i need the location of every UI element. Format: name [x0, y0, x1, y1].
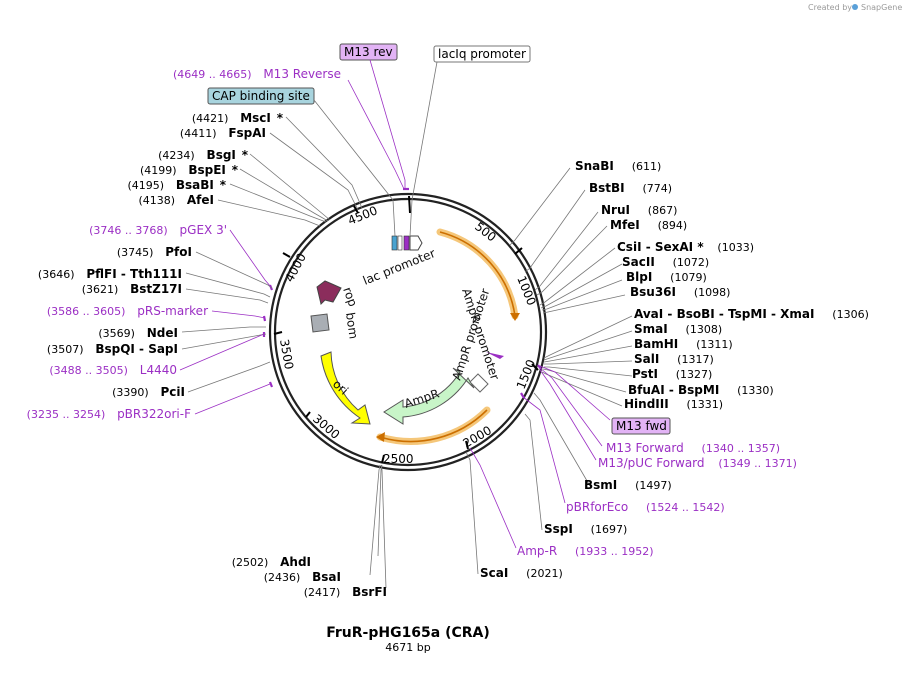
site-bstBI: BstBI (774) [589, 181, 672, 195]
ampr-promoter-arc [379, 409, 488, 443]
primer-l4440: (3488 .. 3505) L4440 [49, 363, 177, 377]
primer-m13-reverse: (4649 .. 4665) M13 Reverse [173, 67, 341, 81]
tick-2500: 2500 [383, 452, 414, 466]
backbone-inner [273, 197, 543, 467]
laciq-promoter-mark [409, 235, 423, 251]
primer-m13-puc-forward: M13/pUC Forward (1349 .. 1371) [598, 456, 797, 470]
bom-feature [310, 313, 330, 333]
tick-500: 500 [472, 219, 499, 244]
tick-marks [273, 195, 539, 464]
site-avaI: AvaI - BsoBI - TspMI - XmaI (1306) [634, 307, 869, 321]
left-primer-leaders [179, 229, 272, 415]
site-bsmI: BsmI (1497) [584, 478, 672, 492]
primer-pbrforeco: pBRforEco (1524 .. 1542) [566, 500, 725, 514]
site-pstI: PstI (1327) [632, 367, 712, 381]
site-pflFI: (3646) PflFI - Tth111I [38, 267, 182, 281]
map-length: 4671 bp [385, 641, 430, 654]
right-primer-labels: M13 Forward (1340 .. 1357) M13/pUC Forwa… [517, 441, 797, 558]
rop-feature [316, 280, 342, 305]
site-scaI: ScaI (2021) [480, 566, 563, 580]
site-ahdI: (2502) AhdI [232, 555, 311, 569]
site-salI: SalI (1317) [634, 352, 714, 366]
site-csiI: CsiI - SexAI * (1033) [617, 240, 754, 254]
map-title: FruR-pHG165a (CRA) [326, 625, 490, 641]
m13rev-box [339, 43, 398, 61]
snapgene-logo-icon [852, 4, 858, 10]
right-primer-leaders [469, 365, 611, 549]
site-sacII: SacII (1072) [622, 255, 709, 269]
m13fwd-box [611, 417, 671, 435]
primer-pgex3: (3746 .. 3768) pGEX 3' [89, 223, 227, 237]
tick-3500: 3500 [277, 338, 296, 371]
lower-enzyme-labels: BsmI (1497) SspI (1697) ScaI (2021) [480, 478, 672, 580]
site-fspAI: (4411) FspAI [180, 126, 266, 140]
site-bsgI: (4234) BsgI * [158, 148, 249, 162]
site-bsaBI: (4195) BsaBI * [127, 178, 226, 192]
site-bsrFI: (2417) BsrFI [304, 585, 387, 599]
lac-promoter-arc [439, 231, 516, 317]
site-mscI: (4421) MscI * [192, 111, 284, 125]
laciq-label: lacIq promoter [438, 47, 526, 61]
brand-name: SnapGene [861, 3, 902, 12]
primer-amp-r: Amp-R (1933 .. 1952) [517, 544, 654, 558]
site-mfeI: MfeI (894) [610, 218, 687, 232]
primer-pbr322ori-f: (3235 .. 3254) pBR322ori-F [27, 407, 191, 421]
backbone-outer [268, 192, 548, 472]
lac-promoter-arrowhead [510, 313, 520, 321]
site-pfoI: (3745) PfoI [117, 245, 192, 259]
mcs-primer-mark [486, 352, 504, 359]
ampr-promoter-arrowhead [376, 432, 385, 442]
m13fwd-label: M13 fwd [616, 419, 667, 433]
site-blpI: BlpI (1079) [626, 270, 707, 284]
ampr-promoter-box [469, 373, 489, 393]
site-ndeI: (3569) NdeI [98, 326, 178, 340]
cap-site-mark [391, 235, 398, 251]
site-bstZ17I: (3621) BstZ17I [82, 282, 182, 296]
primer-m13-forward: M13 Forward (1340 .. 1357) [606, 441, 780, 455]
label-lac-promoter: lac promoter [361, 246, 437, 288]
right-leaders [369, 167, 633, 589]
ampr-feature [383, 367, 475, 425]
ori-feature [320, 351, 371, 425]
lac-operator-mark [397, 235, 403, 251]
site-snaBI: SnaBI (611) [575, 159, 661, 173]
m13rev-label: M13 rev [344, 45, 393, 59]
site-sspI: SspI (1697) [544, 522, 627, 536]
site-afeI: (4138) AfeI [138, 193, 214, 207]
top-leaders [313, 59, 438, 237]
site-nruI: NruI (867) [601, 203, 677, 217]
m13rev-mark [403, 235, 410, 251]
laciq-box [433, 45, 531, 63]
site-bspQI: (3507) BspQI - SapI [47, 342, 178, 356]
site-bfuAI: BfuAI - BspMI (1330) [628, 383, 774, 397]
site-hindIII: HindIII (1331) [624, 397, 723, 411]
bottom-enzyme-labels: (2502) AhdI (2436) BsaI (2417) BsrFI [232, 555, 387, 599]
created-by-text: Created by [808, 3, 852, 12]
site-smaI: SmaI (1308) [634, 322, 722, 336]
left-enzyme-labels: (4421) MscI * (4411) FspAI (4234) BsgI *… [38, 111, 284, 399]
site-bsaI: (2436) BsaI [264, 570, 341, 584]
site-pciI: (3390) PciI [112, 385, 185, 399]
cap-box [207, 87, 315, 105]
left-primer-labels: (4649 .. 4665) M13 Reverse (3746 .. 3768… [27, 67, 341, 421]
site-bsu36I: Bsu36I (1098) [630, 285, 730, 299]
label-bom: bom [343, 311, 361, 339]
right-enzyme-labels: SnaBI (611) BstBI (774) NruI (867) MfeI … [575, 159, 869, 411]
primer-prs-marker: (3586 .. 3605) pRS-marker [47, 304, 208, 318]
site-bamHI: BamHI (1311) [634, 337, 733, 351]
site-bspEI: (4199) BspEI * [140, 163, 239, 177]
label-rop: rop [340, 285, 360, 308]
cap-label: CAP binding site [212, 89, 310, 103]
